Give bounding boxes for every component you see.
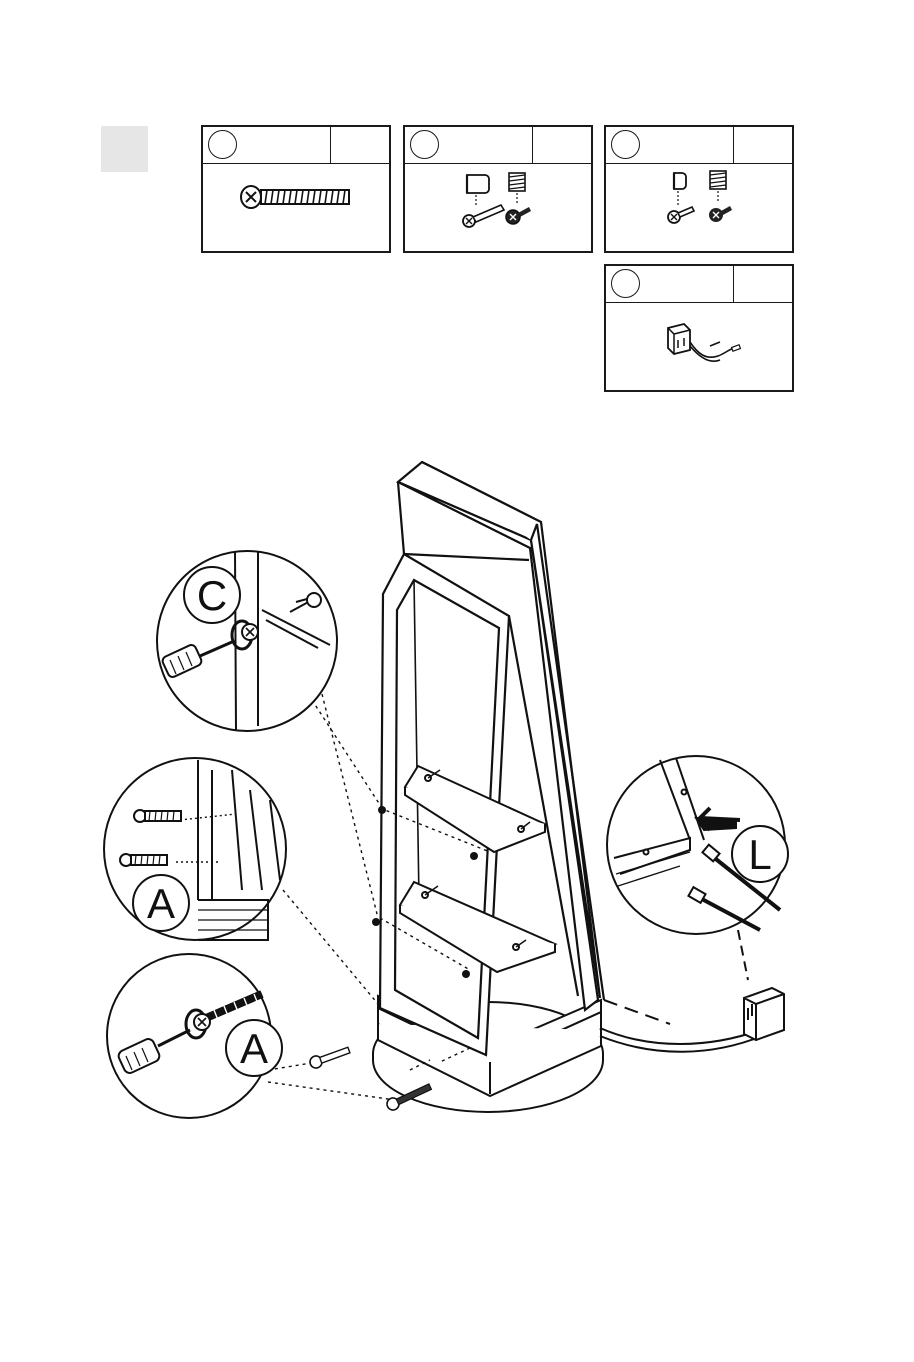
callout-c: C bbox=[157, 551, 337, 731]
part-letter-circle bbox=[611, 130, 640, 159]
power-adapter-icon bbox=[606, 302, 792, 390]
callout-a-lower: A bbox=[107, 954, 282, 1118]
part-quantity-box bbox=[330, 127, 389, 163]
part-card-l bbox=[604, 264, 794, 392]
callout-a-upper-label: A bbox=[147, 880, 175, 927]
part-card-header bbox=[203, 127, 389, 164]
bolt-and-barrel-nut-icon bbox=[405, 163, 591, 251]
short-bolt-and-barrel-nut-icon bbox=[606, 163, 792, 251]
part-card-header bbox=[405, 127, 591, 164]
power-cord bbox=[600, 930, 762, 1052]
long-machine-screw-icon bbox=[203, 163, 389, 251]
part-quantity-box bbox=[733, 266, 792, 302]
power-adapter-icon bbox=[744, 988, 784, 1040]
part-letter-circle bbox=[410, 130, 439, 159]
part-card-b bbox=[403, 125, 593, 253]
callout-a-upper: A bbox=[104, 758, 286, 940]
part-letter-circle bbox=[611, 269, 640, 298]
part-card-header bbox=[606, 127, 792, 164]
part-letter-circle bbox=[208, 130, 237, 159]
step-badge bbox=[101, 126, 148, 172]
callout-a-lower-label: A bbox=[240, 1025, 268, 1072]
assembly-illustration: C A A bbox=[0, 440, 914, 1160]
callout-l-label: L bbox=[748, 831, 771, 878]
part-card-c bbox=[604, 125, 794, 253]
part-card-a bbox=[201, 125, 391, 253]
part-quantity-box bbox=[532, 127, 591, 163]
callout-c-label: C bbox=[197, 572, 227, 619]
callout-l: L bbox=[607, 756, 788, 934]
part-card-header bbox=[606, 266, 792, 303]
part-quantity-box bbox=[733, 127, 792, 163]
